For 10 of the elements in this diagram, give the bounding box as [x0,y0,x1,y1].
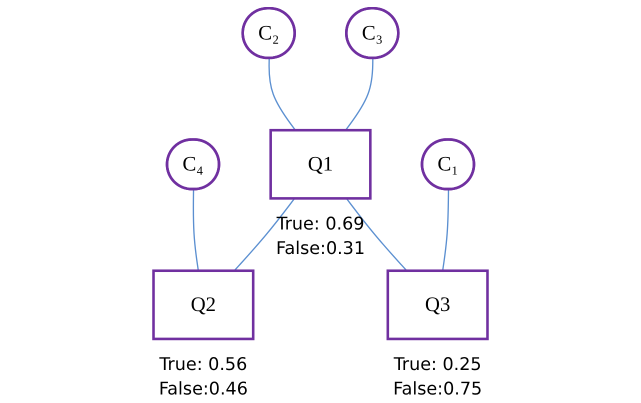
probability-text: True: 0.56 False:0.46 [158,354,248,400]
ellipse-node: C₄ [166,138,220,190]
ellipse-node: C₂ [241,6,296,60]
ellipse-node: C₁ [420,138,476,190]
process-box: Q3 [386,269,489,340]
process-box: Q1 [269,128,372,200]
probability-text: True: 0.25 False:0.75 [393,354,482,400]
process-box: Q2 [152,269,254,340]
ellipse-node: C₃ [345,6,400,60]
probability-text: True: 0.69 False:0.31 [276,214,366,260]
